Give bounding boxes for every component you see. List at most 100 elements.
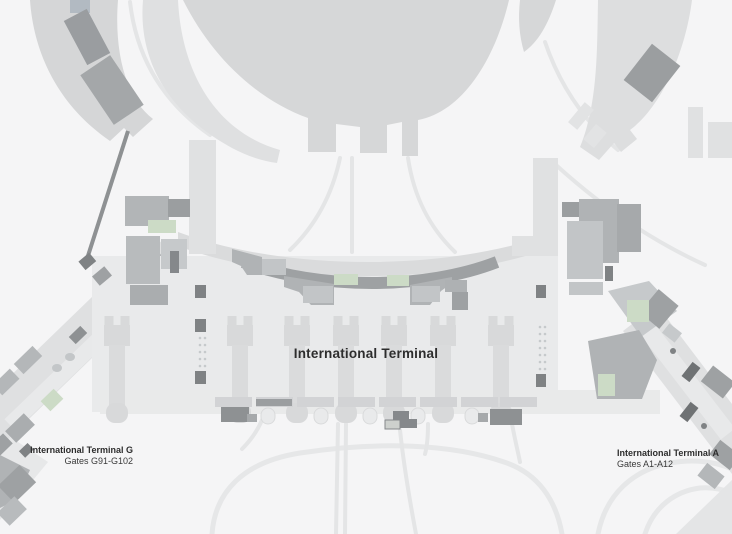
road xyxy=(423,422,430,456)
building xyxy=(617,204,641,252)
building xyxy=(195,285,206,298)
building xyxy=(697,462,725,490)
shop xyxy=(420,397,457,407)
building xyxy=(262,259,286,275)
building xyxy=(221,407,249,422)
terminal-g-label: International Terminal G xyxy=(30,445,133,455)
international-terminal-building xyxy=(78,130,679,430)
tram-guideway xyxy=(84,130,130,263)
building xyxy=(168,199,190,217)
building xyxy=(0,464,37,504)
connector-corridor xyxy=(189,140,216,254)
apron xyxy=(676,480,732,534)
shop xyxy=(500,397,537,407)
road xyxy=(510,422,522,464)
building xyxy=(709,439,732,471)
building xyxy=(195,371,206,384)
road-band xyxy=(142,0,280,163)
building xyxy=(478,413,488,422)
road xyxy=(128,0,212,137)
central-roadway-island xyxy=(183,0,556,156)
bay xyxy=(313,407,329,425)
green-building xyxy=(598,374,615,396)
building xyxy=(92,266,112,286)
shop xyxy=(215,397,252,407)
walkway-stub xyxy=(583,123,607,149)
bay xyxy=(260,407,276,425)
building xyxy=(700,365,732,399)
walkway-stub xyxy=(568,102,594,130)
building xyxy=(5,413,35,443)
boarding-area-g-cluster xyxy=(78,130,190,305)
building xyxy=(681,361,701,383)
building xyxy=(63,8,111,66)
building xyxy=(562,202,579,217)
shop xyxy=(379,397,416,407)
building xyxy=(536,374,546,387)
terminal-a-pier xyxy=(623,305,732,534)
road xyxy=(343,422,348,534)
building xyxy=(639,289,679,329)
building xyxy=(80,55,144,125)
building xyxy=(445,280,467,292)
building xyxy=(68,325,88,345)
road-ramp xyxy=(688,107,703,158)
connector-corridor xyxy=(512,236,534,256)
building xyxy=(18,442,34,458)
building xyxy=(303,286,333,303)
green-building xyxy=(40,388,64,412)
building xyxy=(452,292,468,310)
building xyxy=(13,345,43,375)
building xyxy=(0,433,13,459)
road xyxy=(334,422,340,534)
building xyxy=(567,221,603,279)
northwest-terminal-arc xyxy=(30,0,153,141)
building xyxy=(0,496,27,526)
shop xyxy=(297,397,334,407)
green-building xyxy=(334,274,358,285)
road xyxy=(240,418,264,451)
connector-corridor xyxy=(533,158,558,256)
dotted-queue-line xyxy=(198,336,207,368)
building xyxy=(170,251,179,273)
interior-markers xyxy=(195,285,547,387)
station-marker xyxy=(384,419,401,430)
building xyxy=(536,285,546,298)
pier-lane xyxy=(640,324,732,440)
building xyxy=(247,414,257,422)
terminal-g-gates-label: Gates G91-G102 xyxy=(64,456,133,466)
road-ramp xyxy=(708,122,732,158)
building xyxy=(195,319,206,332)
northeast-terminal-arc xyxy=(568,0,732,160)
building xyxy=(400,419,417,428)
roadway-island-wedge xyxy=(519,0,556,52)
building xyxy=(78,252,97,271)
building xyxy=(126,236,160,284)
bay xyxy=(362,407,378,425)
international-terminal-label: International Terminal xyxy=(294,346,438,361)
building xyxy=(0,368,20,396)
roadway-island xyxy=(183,0,509,156)
green-building xyxy=(148,220,176,233)
road-loop xyxy=(595,458,732,534)
upper-roads xyxy=(128,0,707,267)
road xyxy=(398,428,418,534)
roadway-loops xyxy=(209,418,732,534)
building xyxy=(569,282,603,295)
building xyxy=(256,399,292,406)
building xyxy=(130,285,168,305)
bay xyxy=(464,407,480,425)
shop-clusters xyxy=(232,249,468,310)
labels: International Terminal International Ter… xyxy=(30,346,719,469)
green-building xyxy=(387,275,409,286)
building xyxy=(490,409,522,425)
boarding-area-a-cluster xyxy=(562,199,679,399)
road xyxy=(288,156,342,252)
building xyxy=(623,43,681,103)
building xyxy=(232,249,262,275)
kiosk xyxy=(52,364,62,372)
road-loop xyxy=(209,443,565,534)
building xyxy=(412,286,440,302)
